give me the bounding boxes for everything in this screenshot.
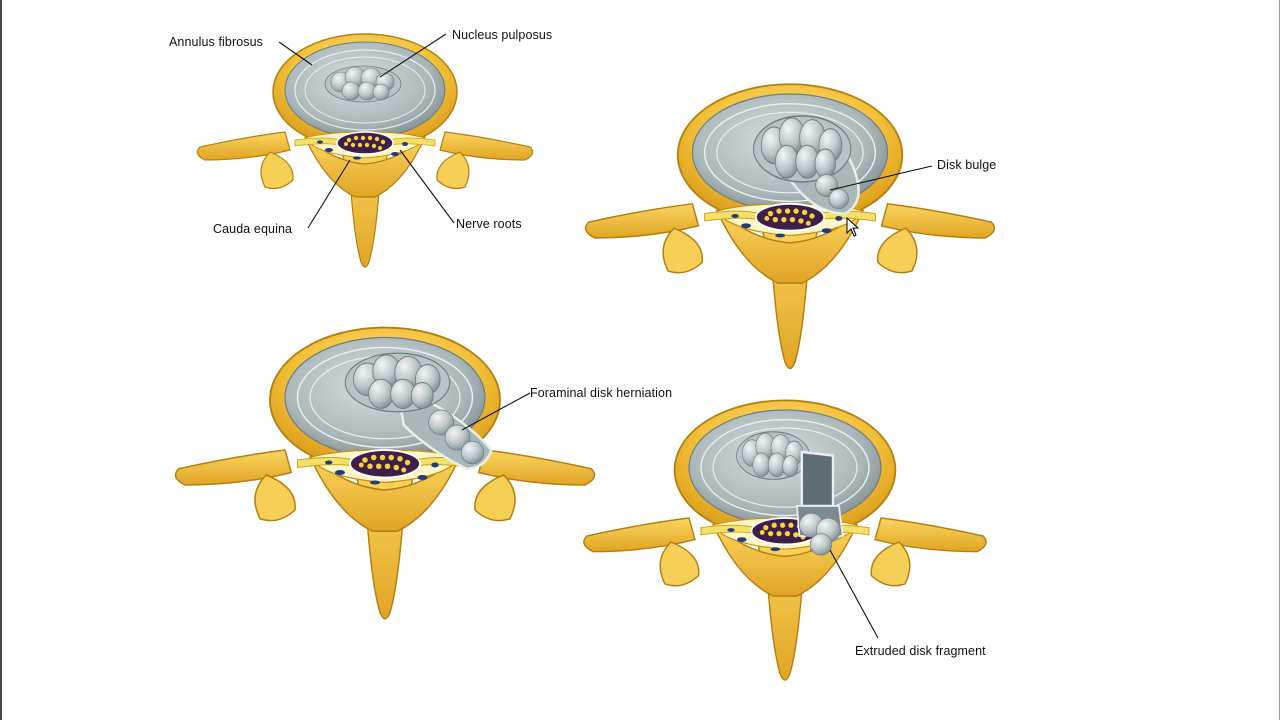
left-window-edge xyxy=(0,0,2,720)
label-nucleus-pulposus: Nucleus pulposus xyxy=(452,28,553,42)
label-extruded-disk-fragment: Extruded disk fragment xyxy=(855,644,986,658)
disk-bulge-vertebra xyxy=(584,83,996,370)
leader-lines xyxy=(278,33,933,639)
label-cauda-equina: Cauda equina xyxy=(213,222,293,236)
label-disk-bulge: Disk bulge xyxy=(937,158,997,172)
extruded-fragment-vertebra xyxy=(583,399,987,681)
foraminal-herniation-vertebra xyxy=(174,326,596,620)
mouse-cursor-icon xyxy=(846,217,860,237)
label-nerve-roots: Nerve roots xyxy=(456,217,522,231)
label-annulus-fibrosus: Annulus fibrosus xyxy=(169,35,264,49)
label-foraminal-disk-herniation: Foraminal disk herniation xyxy=(530,386,673,400)
